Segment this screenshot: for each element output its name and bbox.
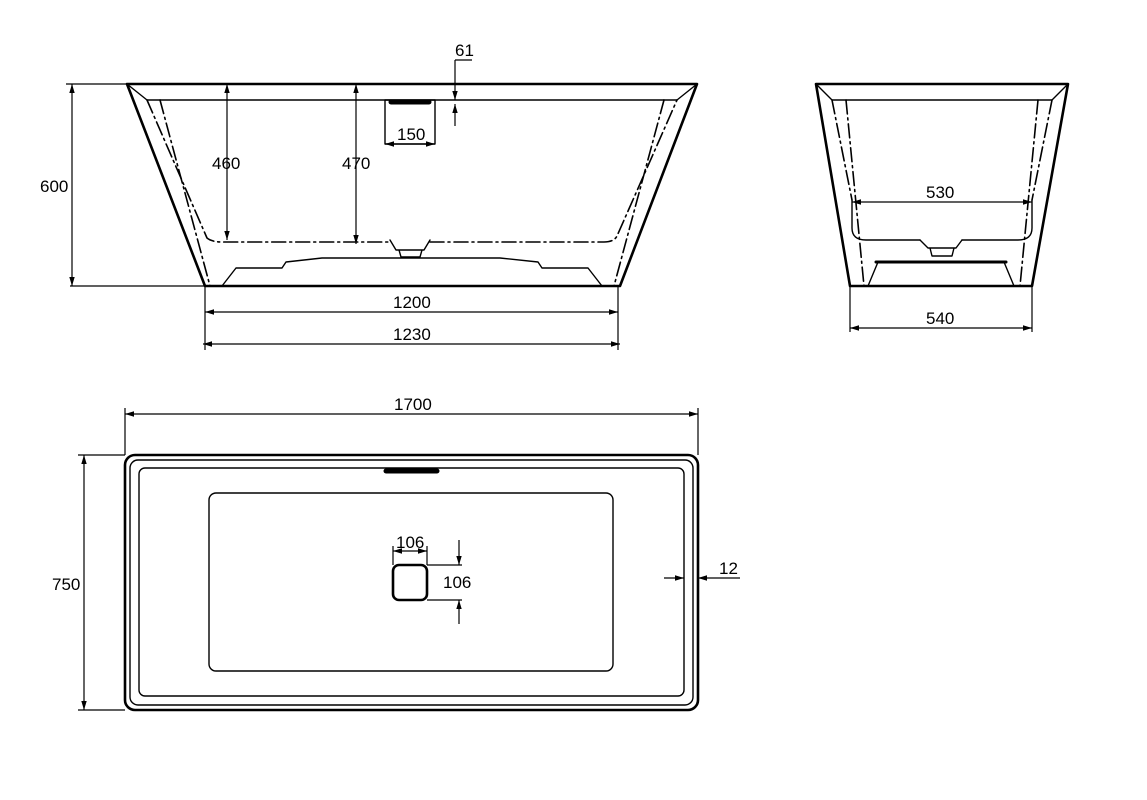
top-view-rim-inner-edge [129, 459, 694, 706]
top-view-basin-edge [138, 467, 685, 697]
side-view-inner-rim [126, 83, 698, 101]
dim-label-end-base-width: 540 [926, 309, 954, 328]
dim-label-top-width: 750 [52, 575, 80, 594]
end-view-plinth [867, 261, 1015, 287]
dim-label-base-inner: 1200 [393, 293, 431, 312]
dim-label-overflow-offset: 61 [455, 41, 474, 60]
side-view-hidden-wall [159, 99, 665, 287]
dim-label-overflow-width: 150 [397, 125, 425, 144]
end-view-hidden-walls [831, 99, 1053, 287]
side-view-plinth [221, 257, 603, 287]
dim-label-end-inner-width: 530 [926, 183, 954, 202]
top-view-basin-floor [208, 492, 614, 672]
side-view-hidden-basin [146, 99, 678, 243]
side-view-outer-shell [125, 82, 699, 288]
dim-label-base-outer: 1230 [393, 325, 431, 344]
end-view-inner-rim [815, 83, 1069, 101]
dim-label-inner-depth-center: 470 [342, 154, 370, 173]
dim-label-side-height: 600 [40, 177, 68, 196]
top-view: 1700 750 106 106 12 [52, 395, 740, 712]
side-view-drain [389, 239, 431, 258]
top-view-outer-rim [123, 453, 700, 712]
end-view-drain [919, 239, 963, 257]
dim-label-drain-width: 106 [396, 533, 424, 552]
dim-label-rim-thickness: 12 [719, 559, 738, 578]
end-view: 530 540 [814, 82, 1070, 332]
side-view: 600 460 470 61 150 1200 1230 [40, 41, 699, 350]
dim-label-top-length: 1700 [394, 395, 432, 414]
top-view-drain [391, 563, 429, 602]
dim-label-inner-depth-left: 460 [212, 154, 240, 173]
dim-label-drain-height: 106 [443, 573, 471, 592]
end-view-basin [851, 199, 1033, 241]
